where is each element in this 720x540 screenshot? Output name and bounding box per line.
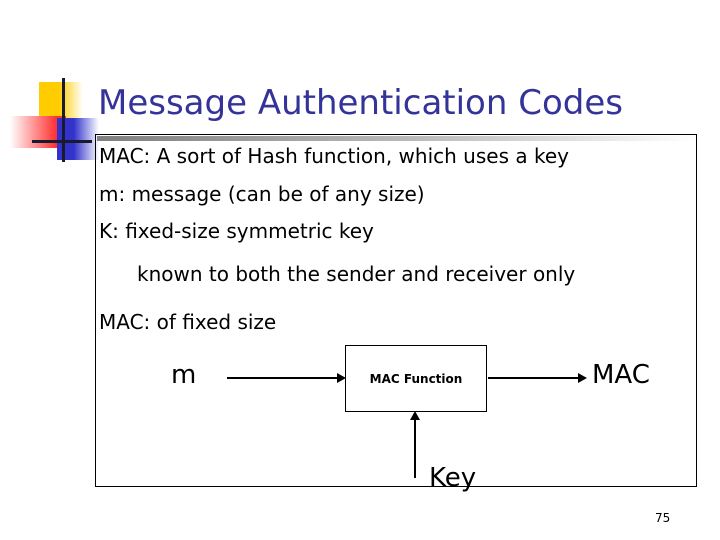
- diagram-mac-function-label: MAC Function: [369, 371, 463, 386]
- body-line-key-definition: K: fixed-size symmetric key: [99, 219, 374, 243]
- body-line-key-known-to: known to both the sender and receiver on…: [137, 262, 576, 286]
- logo-vertical-line: [62, 78, 65, 162]
- arrow-up-icon-key-head: [410, 411, 420, 420]
- body-line-mac-definition: MAC: A sort of Hash function, which uses…: [99, 144, 569, 168]
- slide-title: Message Authentication Codes: [98, 83, 623, 123]
- arrow-up-icon-key-shaft: [414, 418, 416, 478]
- body-line-mac-fixed-size: MAC: of fixed size: [99, 310, 277, 334]
- diagram-input-label: m: [171, 360, 197, 390]
- powerpoint-design-logo-icon: [10, 78, 99, 162]
- arrow-right-icon-input-shaft: [227, 377, 339, 379]
- diagram-key-label: Key: [429, 463, 477, 493]
- logo-horizontal-line: [32, 140, 92, 143]
- arrow-right-icon-output-shaft: [488, 377, 580, 379]
- diagram-mac-function-box: MAC Function: [345, 345, 487, 412]
- content-box-shadow: [97, 136, 697, 141]
- arrow-right-icon-output-head: [578, 373, 587, 383]
- page-number: 75: [655, 511, 671, 525]
- diagram-output-label: MAC: [592, 360, 650, 390]
- arrow-right-icon-input-head: [337, 373, 346, 383]
- body-line-message-definition: m: message (can be of any size): [99, 182, 425, 206]
- content-box: [95, 134, 697, 487]
- logo-yellow-square: [39, 82, 83, 122]
